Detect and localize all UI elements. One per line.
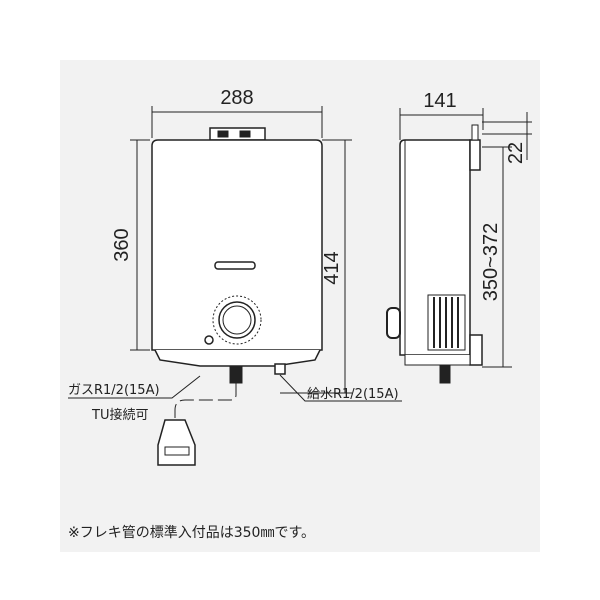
water-label: 給水R1/2(15A) <box>307 387 399 402</box>
side-view <box>386 108 532 384</box>
tu-label: TU接続可 <box>92 408 149 423</box>
height-dim-text: 360 <box>111 228 133 261</box>
total-height-dim-text: 414 <box>321 251 343 284</box>
depth-dim-text: 141 <box>423 90 456 112</box>
width-dim-text: 288 <box>220 87 253 109</box>
mount-dim-text: 350~372 <box>480 223 502 301</box>
gas-label: ガスR1/2(15A) <box>68 383 160 398</box>
footnote: ※フレキ管の標準入付品は350㎜です。 <box>68 525 316 541</box>
front-view <box>68 106 402 466</box>
bracket-dim-text: 22 <box>505 142 527 164</box>
